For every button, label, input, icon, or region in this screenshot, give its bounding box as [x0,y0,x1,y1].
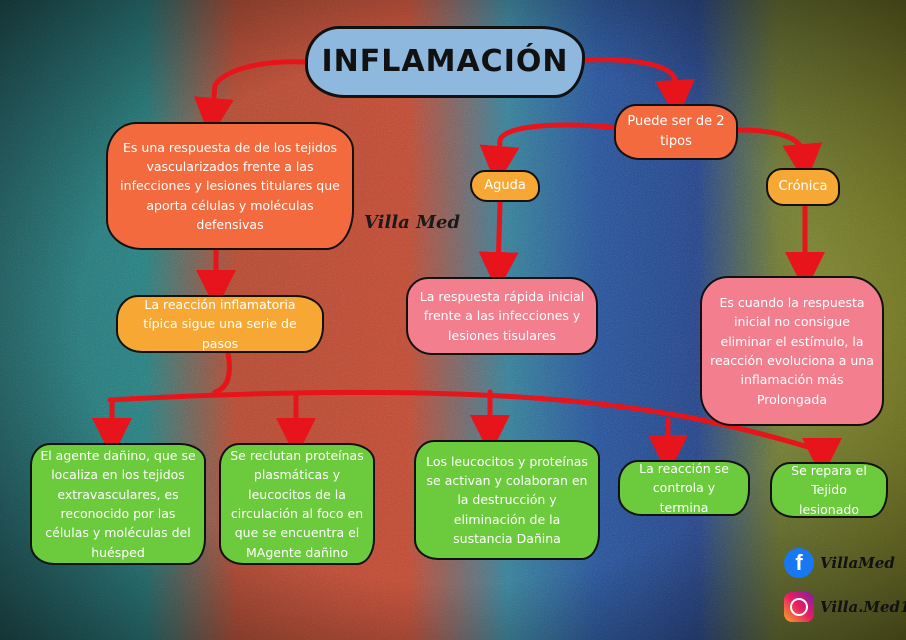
chronic-description-node: Es cuando la respuesta inicial no consig… [700,276,884,426]
steps-intro-text: La reacción inflamatoria típica sigue un… [143,296,297,351]
step-text-1: El agente dañino, que se localiza en los… [40,447,196,560]
chronic-description: Es cuando la respuesta inicial no consig… [710,294,874,407]
step-text-2: Se reclutan proteínas plasmáticas y leuc… [230,447,364,560]
brand-logo: Villa Med [364,212,461,233]
definition-text: Es una respuesta de de los tejidos vascu… [120,139,340,233]
acute-description-node: La respuesta rápida inicial frente a las… [406,277,598,355]
types-text: Puede ser de 2 tipos [627,113,725,149]
acute-description: La respuesta rápida inicial frente a las… [419,288,585,343]
step-node-1: El agente dañino, que se localiza en los… [30,443,206,565]
instagram-icon [784,592,814,622]
step-text-5: Se repara el Tejido lesionado [791,462,867,517]
chronic-label: Crónica [778,178,828,194]
step-node-2: Se reclutan proteínas plasmáticas y leuc… [219,443,375,565]
definition-node: Es una respuesta de de los tejidos vascu… [106,122,354,250]
step-node-5: Se repara el Tejido lesionado [770,462,888,518]
instagram-handle: Villa.Med1 [820,598,906,616]
step-text-3: Los leucocitos y proteínas se activan y … [426,453,588,547]
facebook-handle: VillaMed [820,554,895,572]
step-node-3: Los leucocitos y proteínas se activan y … [414,440,600,560]
acute-label-node: Aguda [470,170,540,202]
types-node: Puede ser de 2 tipos [614,104,738,160]
instagram-link[interactable]: Villa.Med1 [784,592,906,622]
chronic-label-node: Crónica [766,168,840,206]
title-node: INFLAMACIÓN [305,26,585,98]
step-node-4: La reacción se controla y termina [618,460,750,516]
facebook-icon: f [784,548,814,578]
acute-label: Aguda [484,177,526,193]
title-text: INFLAMACIÓN [321,43,569,79]
facebook-link[interactable]: f VillaMed [784,548,895,578]
steps-intro-node: La reacción inflamatoria típica sigue un… [116,295,324,353]
step-text-4: La reacción se controla y termina [639,460,729,515]
